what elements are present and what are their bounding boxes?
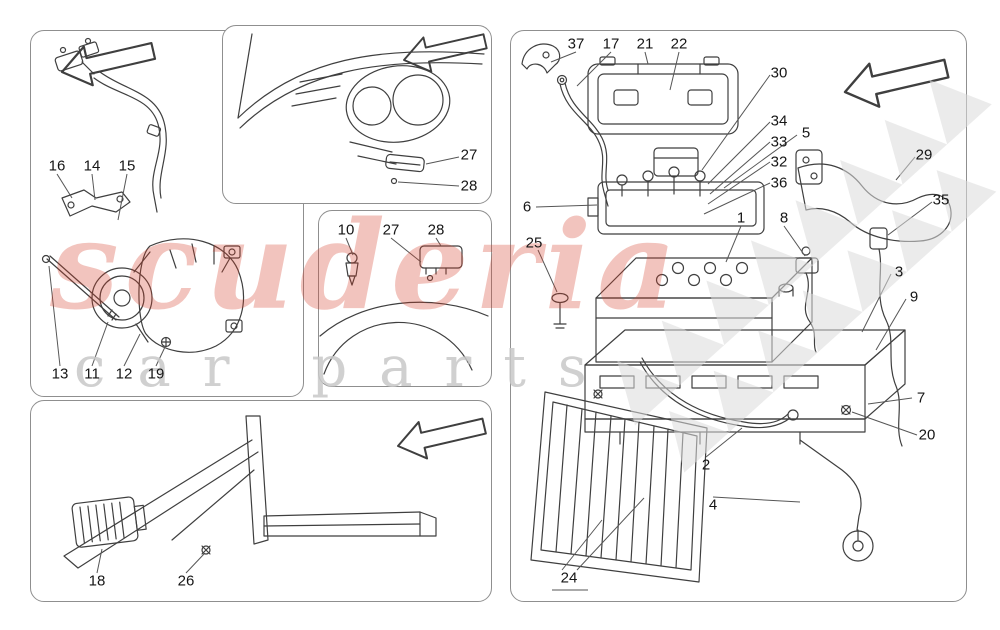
callout-p5-25: 25 — [525, 234, 543, 252]
callout-p1-14: 14 — [83, 157, 101, 175]
callout-p5-24: 24 — [560, 569, 578, 587]
alternator-body-part — [138, 238, 245, 353]
callout-p2-28: 28 — [460, 177, 478, 195]
chassis-ecu-drawing — [63, 415, 437, 569]
callout-p5-17: 17 — [602, 35, 620, 53]
callout-p5-35: 35 — [932, 191, 950, 209]
callout-p1-16: 16 — [48, 157, 66, 175]
callout-p1-19: 19 — [147, 365, 165, 383]
callout-p5-29: 29 — [915, 146, 933, 164]
callout-p4-26: 26 — [177, 572, 195, 590]
hook-bracket-part — [521, 43, 561, 74]
callout-p5-4: 4 — [708, 496, 718, 514]
antenna-module-part — [385, 153, 425, 173]
callout-p5-3: 3 — [894, 263, 904, 281]
callout-p1-13: 13 — [51, 365, 69, 383]
dashboard-drawing — [237, 33, 485, 185]
callout-p3-28: 28 — [427, 221, 445, 239]
alternator-drawing — [41, 37, 245, 353]
callout-p1-12: 12 — [115, 365, 133, 383]
callout-p5-2: 2 — [701, 456, 711, 474]
callout-p5-8: 8 — [779, 209, 789, 227]
callout-p5-6: 6 — [522, 198, 532, 216]
mounting-bracket-part — [61, 189, 131, 217]
callout-p5-34: 34 — [770, 112, 788, 130]
callout-p3-27: 27 — [382, 221, 400, 239]
callout-p5-21: 21 — [636, 35, 654, 53]
callout-p5-32: 32 — [770, 153, 788, 171]
callout-p5-1: 1 — [736, 209, 746, 227]
callout-p5-7: 7 — [916, 389, 926, 407]
callout-p5-33: 33 — [770, 133, 788, 151]
callout-p1-15: 15 — [118, 157, 136, 175]
callout-p5-22: 22 — [670, 35, 688, 53]
callout-p2-27: 27 — [460, 146, 478, 164]
callout-p4-18: 18 — [88, 572, 106, 590]
callout-p1-11: 11 — [84, 365, 100, 383]
callout-p5-9: 9 — [909, 288, 919, 306]
callout-p5-20: 20 — [918, 426, 936, 444]
callout-p3-10: 10 — [337, 221, 355, 239]
callout-p5-5: 5 — [801, 124, 811, 142]
ecu-part — [71, 496, 147, 548]
callout-p5-37: 37 — [567, 35, 585, 53]
callout-p5-36: 36 — [770, 174, 788, 192]
callout-p5-30: 30 — [770, 64, 788, 82]
